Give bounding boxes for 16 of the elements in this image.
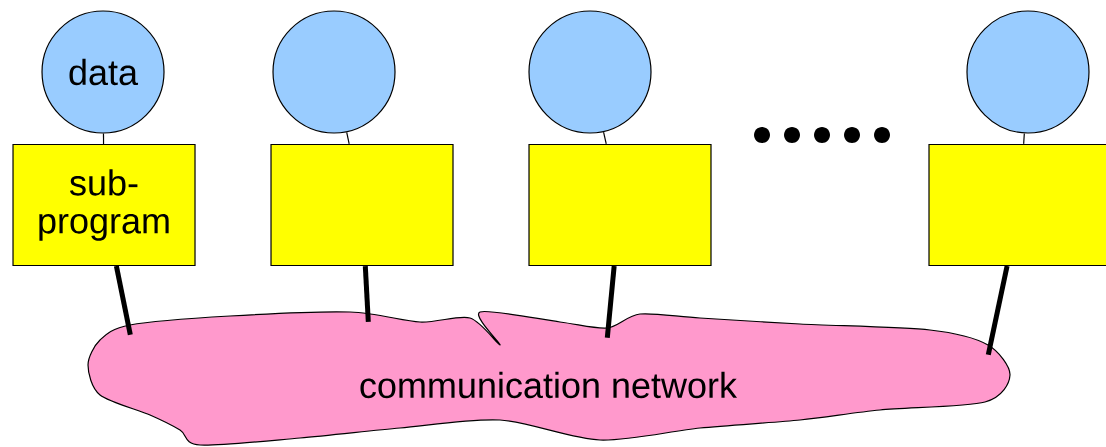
cloud: communication network <box>87 310 1011 446</box>
connector-line <box>102 133 105 145</box>
circle <box>272 10 396 134</box>
connector-line <box>362 265 371 322</box>
connector-line <box>346 131 350 145</box>
connector-line <box>1023 132 1025 145</box>
box <box>928 143 1106 267</box>
circle <box>966 10 1090 134</box>
connector-line <box>604 265 617 339</box>
connector-line <box>985 265 1010 356</box>
connector-line <box>113 265 133 336</box>
box <box>528 143 712 267</box>
box: sub- program <box>12 143 196 267</box>
circle <box>528 10 652 134</box>
box <box>270 143 454 267</box>
connector-line <box>603 131 607 145</box>
